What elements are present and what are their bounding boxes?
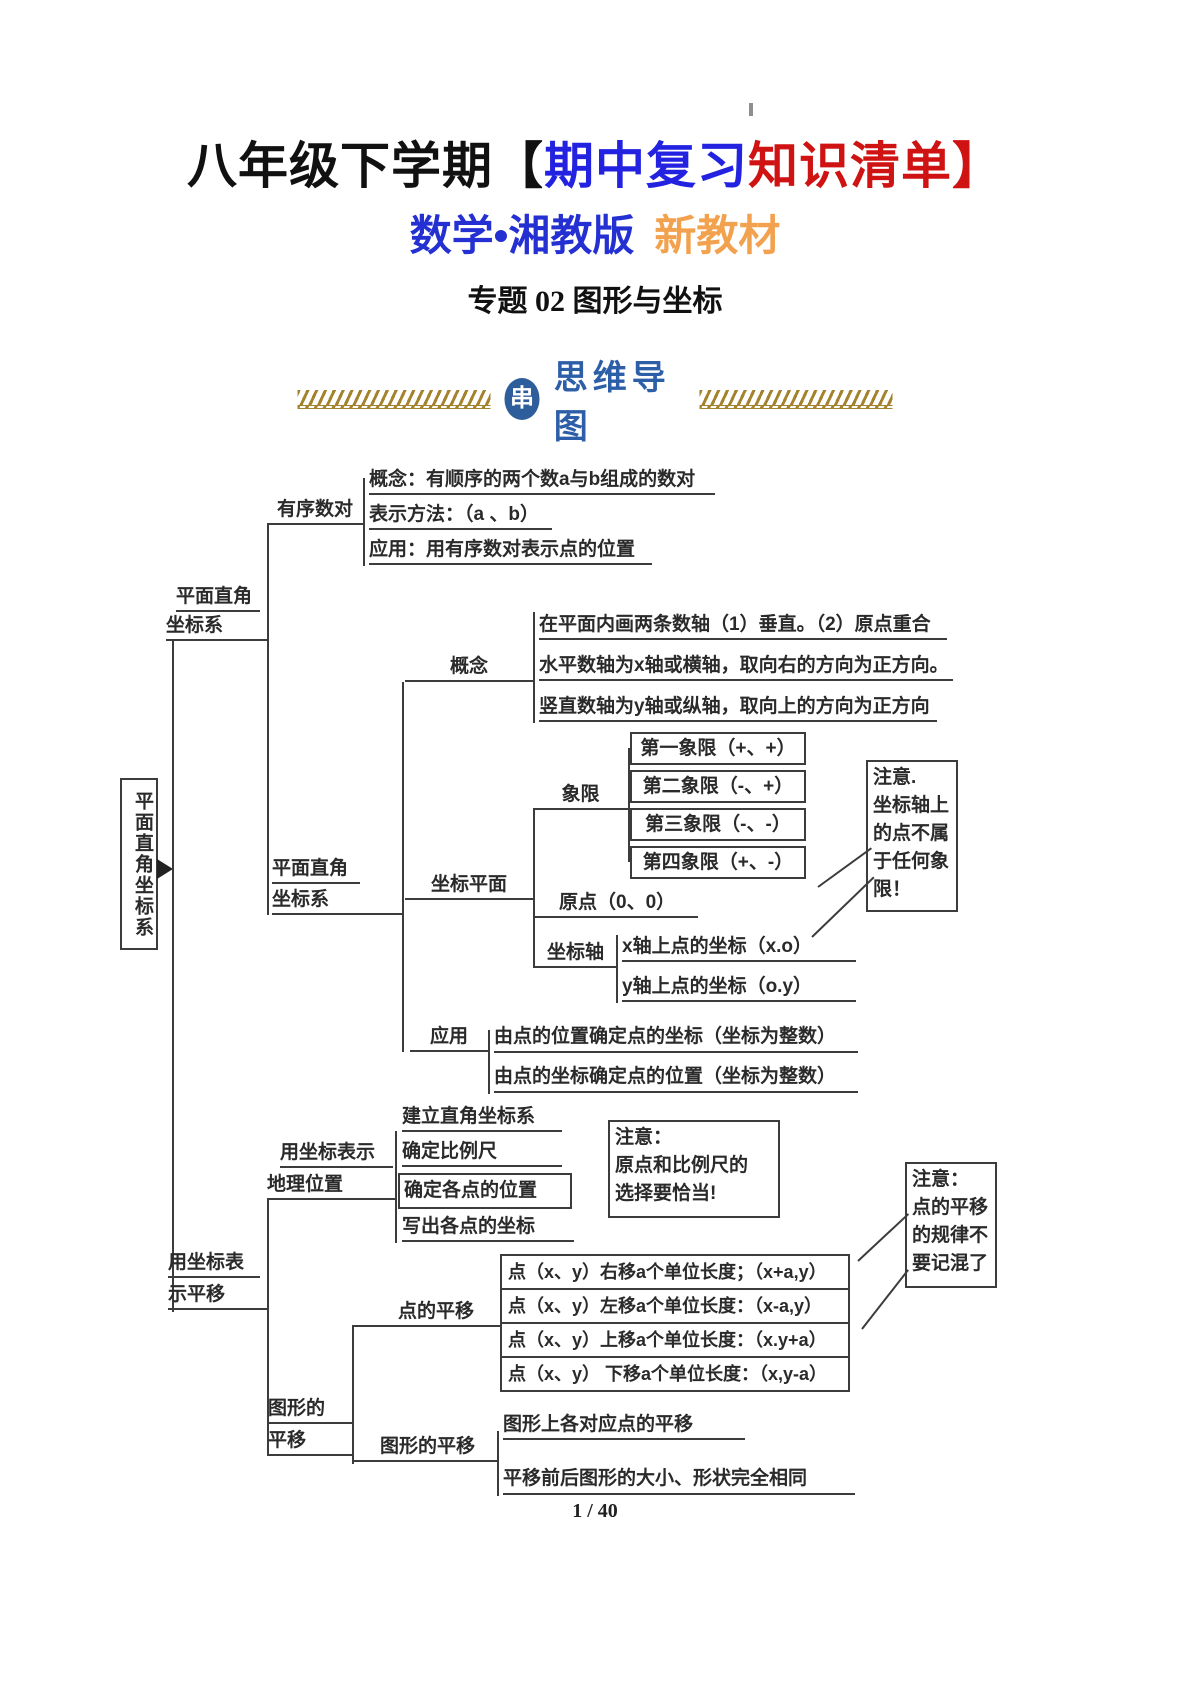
point-translation-rows: 点（x、y）右移a个单位长度；（x+a,y） 点（x、y）左移a个单位长度：（x…	[500, 1254, 850, 1392]
node-figure-translation-l2: 图形的	[268, 1395, 352, 1424]
node-root: 平面直角坐标系	[120, 778, 158, 950]
leaf-move-down: 点（x、y） 下移a个单位长度：（x,y-a）	[500, 1356, 850, 1392]
leaf-geo-item: 确定各点的位置	[398, 1173, 572, 1209]
leaf-move-right: 点（x、y）右移a个单位长度；（x+a,y）	[500, 1254, 850, 1290]
hatch-right-decoration	[699, 389, 893, 409]
note-pointer-line	[861, 1269, 909, 1330]
brand-badge-icon: 串	[504, 378, 540, 420]
leaf-quadrant-4: 第四象限（+、-）	[630, 846, 806, 879]
leaf-ordered-pair-notation: 表示方法：（a 、b）	[369, 501, 552, 530]
subtitle-subject: 数学•湘教版	[409, 212, 635, 259]
leaf-concept-item: 水平数轴为x轴或横轴，取向右的方向为正方向。	[539, 652, 953, 681]
title-red: 知识清单】	[748, 138, 1003, 194]
title-blue: 期中复习	[544, 138, 748, 194]
node-axes: 坐标轴	[533, 939, 618, 968]
connector-line	[352, 1327, 354, 1464]
connector-line	[363, 478, 365, 566]
leaf-application-item: 由点的坐标确定点的位置（坐标为整数）	[494, 1063, 858, 1093]
connector-line	[402, 682, 404, 1052]
leaf-geo-item: 确定比例尺	[402, 1138, 562, 1167]
node-figure-translation-l2: 平移	[268, 1427, 352, 1456]
node-geo-position: 地理位置	[267, 1171, 395, 1200]
node-point-translation: 点的平移	[352, 1298, 500, 1327]
leaf-geo-item: 写出各点的坐标	[402, 1213, 574, 1242]
node-translation-l1: 示平移	[168, 1281, 269, 1310]
scan-artifact	[749, 103, 753, 116]
node-coord-plane: 坐标平面	[405, 871, 533, 900]
node-geo-position: 用坐标表示	[280, 1139, 393, 1168]
leaf-origin: 原点（0、0）	[533, 889, 698, 918]
note-pointer-line	[857, 1213, 910, 1262]
connector-line	[497, 1431, 499, 1496]
connector-line	[628, 748, 630, 862]
node-application: 应用	[410, 1023, 488, 1052]
connector-line	[172, 640, 174, 1312]
node-plane-coords-l1: 坐标系	[166, 612, 269, 641]
leaf-move-up: 点（x、y）上移a个单位长度：（x.y+a）	[500, 1322, 850, 1358]
leaf-figure-item: 平移前后图形的大小、形状完全相同	[503, 1465, 855, 1495]
subtitle-edition: 新教材	[654, 212, 781, 259]
page-title: 八年级下学期【期中复习知识清单】	[0, 126, 1190, 198]
leaf-figure-item: 图形上各对应点的平移	[503, 1411, 745, 1440]
leaf-ordered-pair-application: 应用：用有序数对表示点的位置	[369, 536, 652, 565]
node-ordered-pair: 有序数对	[267, 496, 363, 525]
node-plane-coords-l2: 平面直角	[272, 855, 360, 884]
connector-line	[395, 1131, 397, 1243]
leaf-quadrant-1: 第一象限（+、+）	[630, 732, 806, 765]
node-plane-coords-l2: 坐标系	[272, 886, 402, 915]
note-box-quadrants: 注意. 坐标轴上 的点不属 于任何象 限！	[866, 760, 958, 912]
leaf-quadrant-3: 第三象限（-、-）	[630, 808, 806, 841]
leaf-ordered-pair-concept: 概念：有顺序的两个数a与b组成的数对	[369, 466, 715, 495]
leaf-move-left: 点（x、y）左移a个单位长度：（x-a,y）	[500, 1288, 850, 1324]
node-figure-translation: 图形的平移	[352, 1433, 497, 1462]
node-translation-l1: 用坐标表	[168, 1249, 260, 1278]
leaf-x-axis-points: x轴上点的坐标（x.o）	[622, 933, 856, 962]
leaf-concept-item: 竖直数轴为y轴或纵轴，取向上的方向为正方向	[539, 693, 937, 722]
connector-line	[616, 935, 618, 1003]
root-arrow-icon	[157, 859, 173, 879]
leaf-application-item: 由点的位置确定点的坐标（坐标为整数）	[494, 1023, 858, 1053]
title-black: 八年级下学期【	[187, 138, 544, 194]
connector-line	[488, 1030, 490, 1094]
connector-line	[533, 612, 535, 723]
connector-line	[267, 525, 269, 915]
section-band-label: 思维导图	[553, 359, 671, 446]
note-box-translation: 注意： 点的平移 的规律不 要记混了	[905, 1162, 997, 1288]
leaf-quadrant-2: 第二象限（-、+）	[630, 770, 806, 803]
leaf-concept-item: 在平面内画两条数轴（1）垂直。（2）原点重合	[539, 611, 947, 640]
hatch-left-decoration	[297, 389, 491, 409]
topic-title: 专题 02 图形与坐标	[467, 285, 723, 318]
leaf-geo-item: 建立直角坐标系	[402, 1103, 562, 1132]
section-band: 串 思维导图	[297, 350, 893, 448]
node-concept: 概念	[405, 653, 533, 682]
page-number: 1 / 40	[572, 1500, 618, 1522]
node-quadrants: 象限	[533, 781, 628, 810]
note-pointer-line	[817, 847, 872, 888]
connector-line	[267, 1199, 269, 1456]
node-plane-coords-l1: 平面直角	[176, 583, 260, 612]
connector-line	[533, 810, 535, 968]
note-box-geo: 注意： 原点和比例尺的 选择要恰当!	[608, 1120, 780, 1218]
page-subtitle: 数学•湘教版新教材	[0, 202, 1190, 263]
leaf-y-axis-points: y轴上点的坐标（o.y）	[622, 973, 856, 1002]
